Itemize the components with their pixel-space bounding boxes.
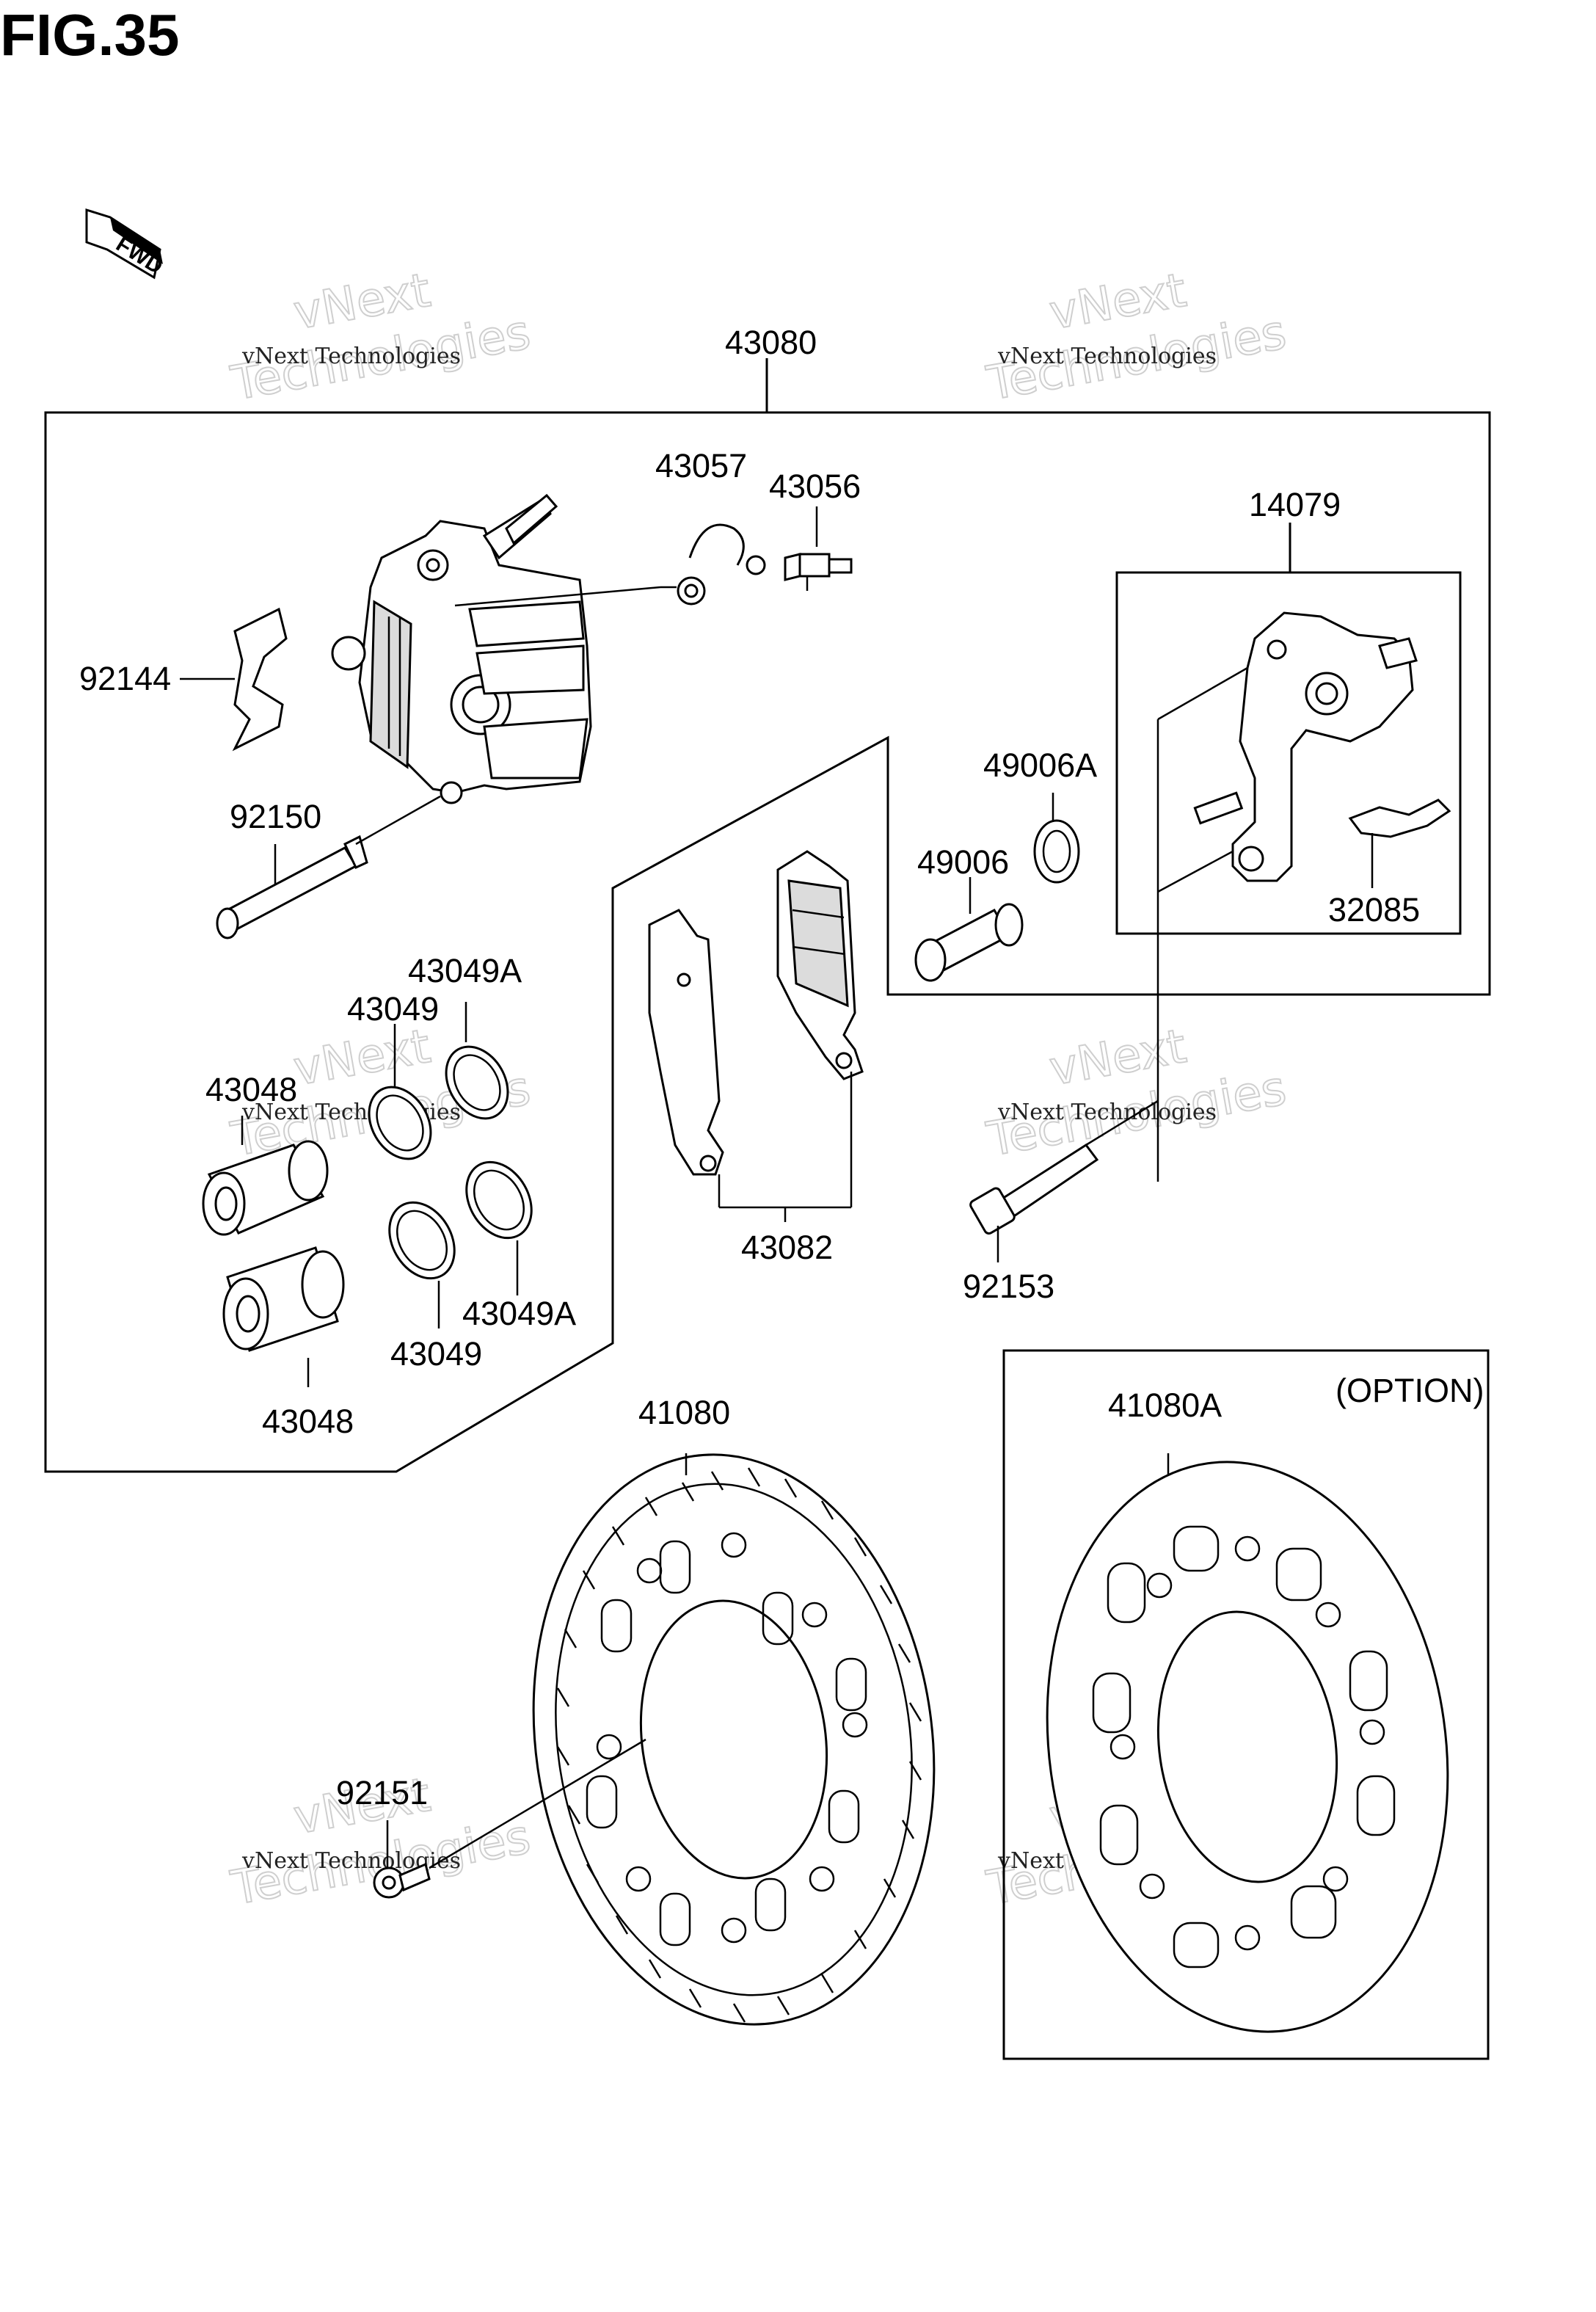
label-43049A-bottom: 43049A (462, 1295, 576, 1332)
label-43080: 43080 (725, 324, 817, 361)
piston-lower (222, 1246, 345, 1387)
label-43049-bottom: 43049 (390, 1335, 482, 1373)
fwd-arrow-icon: FWD (85, 208, 167, 280)
label-43049-top: 43049 (347, 990, 439, 1028)
label-92151: 92151 (336, 1774, 428, 1811)
option-label: (OPTION) (1336, 1372, 1484, 1409)
label-43048-bottom: 43048 (262, 1403, 354, 1440)
label-49006: 49006 (917, 843, 1009, 881)
label-43049A-top: 43049A (408, 952, 522, 989)
label-92153: 92153 (963, 1268, 1054, 1305)
option-brake-disc (1046, 1453, 1449, 2033)
label-43057: 43057 (655, 447, 747, 484)
label-43048-top: 43048 (205, 1071, 297, 1108)
label-49006A: 49006A (983, 746, 1097, 784)
slide-pin-boot (1033, 793, 1080, 884)
pad-clip (1348, 799, 1451, 888)
caliper-bolt (969, 1099, 1159, 1262)
label-41080A: 41080A (1108, 1386, 1222, 1424)
label-43056: 43056 (769, 468, 861, 505)
bleeder-valve (784, 506, 853, 591)
caliper-holder (1193, 611, 1418, 882)
pad-pin (216, 795, 441, 939)
brake-pad-left (648, 909, 724, 1176)
brake-disc (532, 1453, 936, 2026)
piston-seals (368, 1002, 533, 1328)
brake-pad-right (776, 850, 864, 1080)
label-14079: 14079 (1249, 486, 1341, 523)
slide-pin (914, 877, 1024, 982)
bleeder-cap (660, 523, 766, 606)
watermark-text: vNext Technologies (997, 343, 1217, 369)
holder-subassembly-frame (1115, 523, 1462, 1182)
label-92144: 92144 (79, 660, 171, 697)
part-labels: 43080 43057 43056 14079 92144 92150 4900… (79, 324, 1484, 1811)
option-frame (1002, 1349, 1490, 2060)
watermark-text: vNext Technologies (241, 343, 461, 369)
pad-leader (718, 1072, 853, 1222)
label-92150: 92150 (230, 798, 321, 835)
brake-caliper (331, 493, 661, 804)
label-32085: 32085 (1328, 891, 1420, 928)
watermark-text: vNext Technologies (997, 1099, 1217, 1125)
figure-title: FIG.35 (0, 2, 180, 68)
piston-upper (202, 1116, 329, 1236)
pad-spring (180, 607, 288, 752)
caliper-assembly-frame (44, 358, 1491, 1473)
label-43082: 43082 (741, 1229, 833, 1266)
disc-bolt (373, 1738, 646, 1899)
label-41080: 41080 (638, 1394, 730, 1431)
